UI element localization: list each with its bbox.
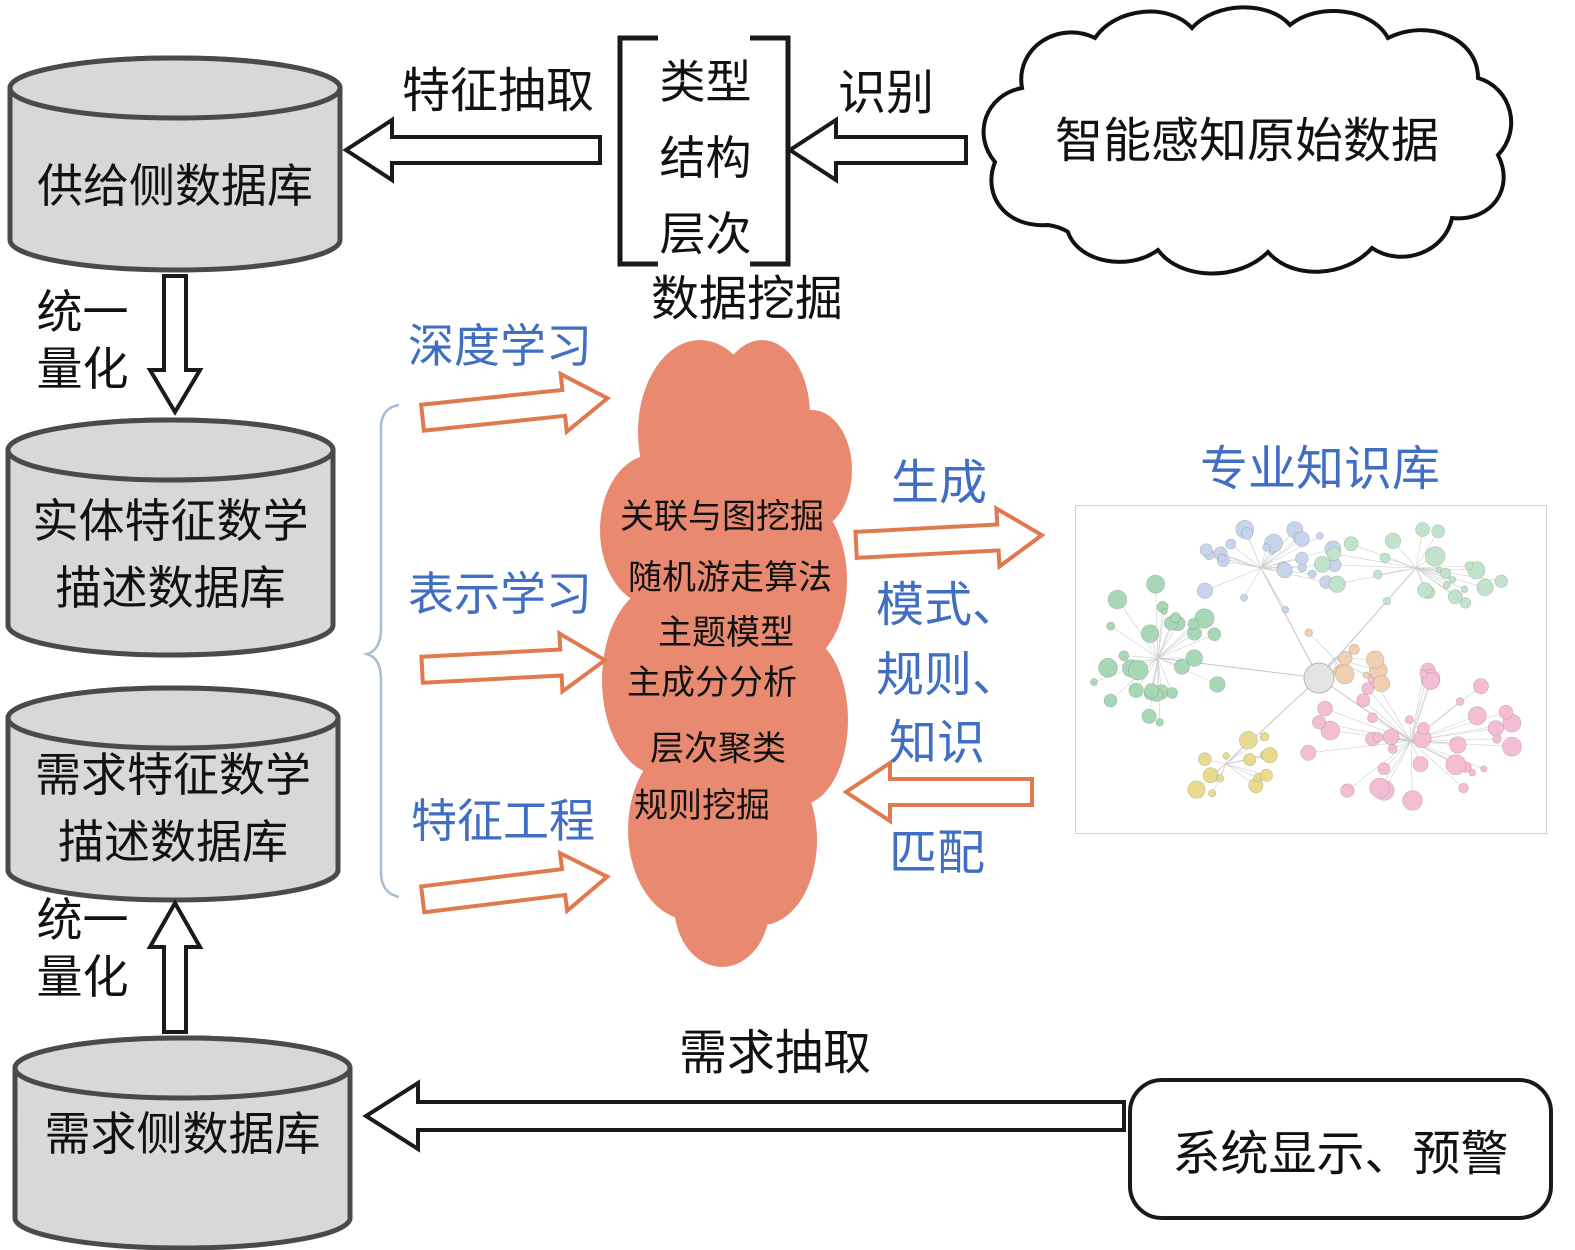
generate-label: 生成 — [890, 457, 987, 510]
mining-blob-shape — [600, 340, 852, 967]
algorithm-topic-model: 主题模型 — [658, 614, 794, 652]
unify-top-label: 统一 量化 — [20, 284, 145, 398]
arrow-right-feature-engineering — [418, 849, 611, 915]
unify-top-line2: 量化 — [36, 343, 129, 395]
arrow-left-match — [842, 759, 1034, 825]
bracket-shape — [617, 35, 791, 267]
algorithm-rule-mining: 规则挖掘 — [634, 787, 770, 825]
demand-feature-db-line1: 需求特征数学 — [35, 749, 311, 801]
demand-feature-db-line2: 描述数据库 — [58, 816, 288, 868]
bracket-item-type: 类型 — [659, 56, 752, 108]
arrow-left-feature-extraction — [342, 116, 602, 184]
system-display-box: 系统显示、预警 — [1128, 1078, 1553, 1220]
supply-db-cylinder — [7, 55, 343, 273]
unify-bottom-line1: 统一 — [36, 894, 129, 946]
bracket-item-structure: 结构 — [659, 132, 752, 184]
knowledge-base-title: 专业知识库 — [1199, 443, 1440, 496]
system-display-label: 系统显示、预警 — [1172, 1128, 1509, 1181]
arrow-left-demand-extraction — [362, 1079, 1126, 1153]
recognition-label: 识别 — [837, 67, 934, 120]
demand-feature-db-label: 需求特征数学 描述数据库 — [8, 742, 338, 876]
unify-top-line1: 统一 — [36, 286, 129, 338]
knowledge-graph-image — [1075, 505, 1547, 834]
method-representation-learning: 表示学习 — [408, 568, 592, 620]
unify-bottom-line2: 量化 — [36, 951, 129, 1003]
algorithm-association-graph-mining: 关联与图挖掘 — [620, 498, 824, 536]
entity-feature-db-cylinder — [5, 417, 336, 658]
arrow-left-recognition — [786, 116, 968, 184]
generate-output-rule: 规则、 — [876, 649, 1021, 702]
entity-feature-db-line1: 实体特征数学 — [32, 495, 309, 547]
algorithm-pca: 主成分分析 — [627, 664, 797, 702]
unify-bottom-label: 统一 量化 — [20, 892, 145, 1006]
entity-feature-db-label: 实体特征数学 描述数据库 — [8, 488, 333, 622]
supply-db-label: 供给侧数据库 — [37, 160, 313, 212]
method-deep-learning: 深度学习 — [408, 320, 592, 372]
arrow-right-generate — [853, 504, 1046, 571]
demand-feature-db-cylinder — [5, 685, 341, 903]
arrow-right-representation-learning — [419, 629, 609, 696]
algorithm-hierarchical-clustering: 层次聚类 — [650, 730, 786, 768]
method-feature-engineering: 特征工程 — [411, 795, 595, 847]
methods-brace — [362, 403, 400, 899]
data-mining-label: 数据挖掘 — [650, 273, 843, 326]
generate-output-knowledge: 知识 — [888, 717, 985, 770]
demand-db-label: 需求侧数据库 — [44, 1108, 321, 1160]
arrow-up-unify-bottom — [146, 898, 204, 1034]
arrow-right-deep-learning — [418, 370, 612, 436]
generate-output-pattern: 模式、 — [876, 579, 1021, 632]
entity-feature-db-line2: 描述数据库 — [55, 562, 286, 614]
demand-db-cylinder — [12, 1035, 353, 1250]
raw-data-cloud-label: 智能感知原始数据 — [1054, 115, 1439, 168]
feature-extraction-label: 特征抽取 — [401, 65, 594, 118]
match-label: 匹配 — [888, 827, 985, 880]
demand-extraction-label: 需求抽取 — [678, 1027, 871, 1080]
raw-data-cloud-shape — [981, 5, 1514, 276]
algorithm-random-walk: 随机游走算法 — [628, 559, 832, 597]
bracket-item-hierarchy: 层次 — [659, 208, 752, 260]
arrow-down-unify-top — [146, 274, 204, 416]
